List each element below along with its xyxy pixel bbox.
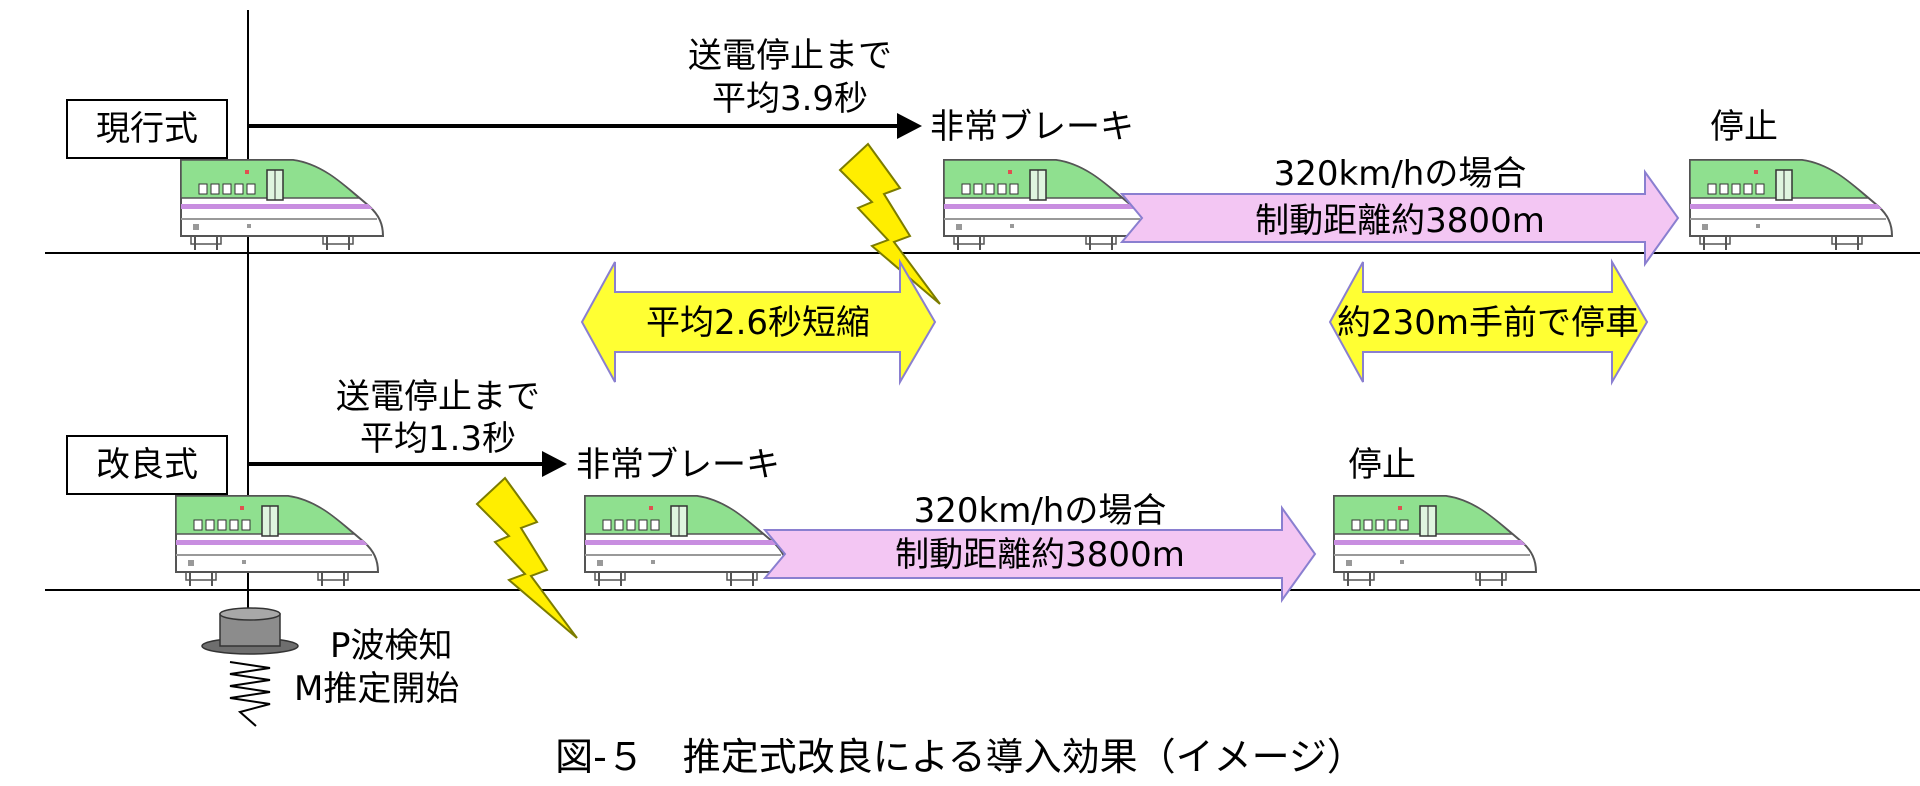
time-saved-text: 平均2.6秒短縮 bbox=[646, 303, 870, 343]
train-icon bbox=[1333, 495, 1537, 587]
figure-caption: 図-５ 推定式改良による導入効果（イメージ） bbox=[555, 735, 1365, 779]
current-cut-text-1: 送電停止まで bbox=[688, 36, 892, 76]
improved-cut-text-1: 送電停止まで bbox=[336, 377, 540, 417]
seismometer-icon bbox=[201, 607, 299, 655]
current-label: 現行式 bbox=[96, 109, 198, 149]
improved-label-box bbox=[66, 435, 228, 495]
current-cut-text-2: 平均3.9秒 bbox=[712, 79, 868, 119]
distance-saved-text: 約230m手前で停車 bbox=[1337, 303, 1639, 343]
improved-cut-arrowhead bbox=[542, 451, 567, 477]
improved-brake-text: 非常ブレーキ bbox=[576, 445, 780, 485]
time-saved-arrow bbox=[580, 258, 937, 386]
detection-text-1: P波検知 bbox=[330, 626, 453, 666]
detection-text-2: M推定開始 bbox=[294, 669, 459, 709]
train-icon bbox=[584, 495, 788, 587]
improved-stop-text: 停止 bbox=[1348, 445, 1416, 485]
distance-saved-arrow bbox=[1328, 258, 1649, 386]
current-stop-text: 停止 bbox=[1710, 107, 1778, 147]
current-decel-arrow bbox=[1119, 168, 1680, 268]
current-decel-text-1: 320km/hの場合 bbox=[1274, 154, 1527, 194]
lightning-bolt-icon bbox=[476, 477, 578, 639]
train-icon bbox=[943, 159, 1147, 251]
train-icon bbox=[175, 495, 379, 587]
seismic-wave-icon bbox=[229, 661, 271, 727]
train-icon bbox=[1689, 159, 1893, 251]
improved-decel-text-1: 320km/hの場合 bbox=[914, 491, 1167, 531]
train-icon bbox=[180, 159, 384, 251]
current-cut-arrowhead bbox=[897, 113, 922, 139]
improved-decel-arrow bbox=[762, 504, 1317, 604]
lightning-bolt-icon bbox=[839, 143, 941, 305]
current-brake-text: 非常ブレーキ bbox=[930, 107, 1134, 147]
improved-cut-text-2: 平均1.3秒 bbox=[360, 419, 516, 459]
current-label-box bbox=[66, 99, 228, 159]
improved-decel-text-2: 制動距離約3800m bbox=[895, 535, 1185, 575]
improved-label: 改良式 bbox=[96, 445, 198, 485]
current-decel-text-2: 制動距離約3800m bbox=[1255, 201, 1545, 241]
